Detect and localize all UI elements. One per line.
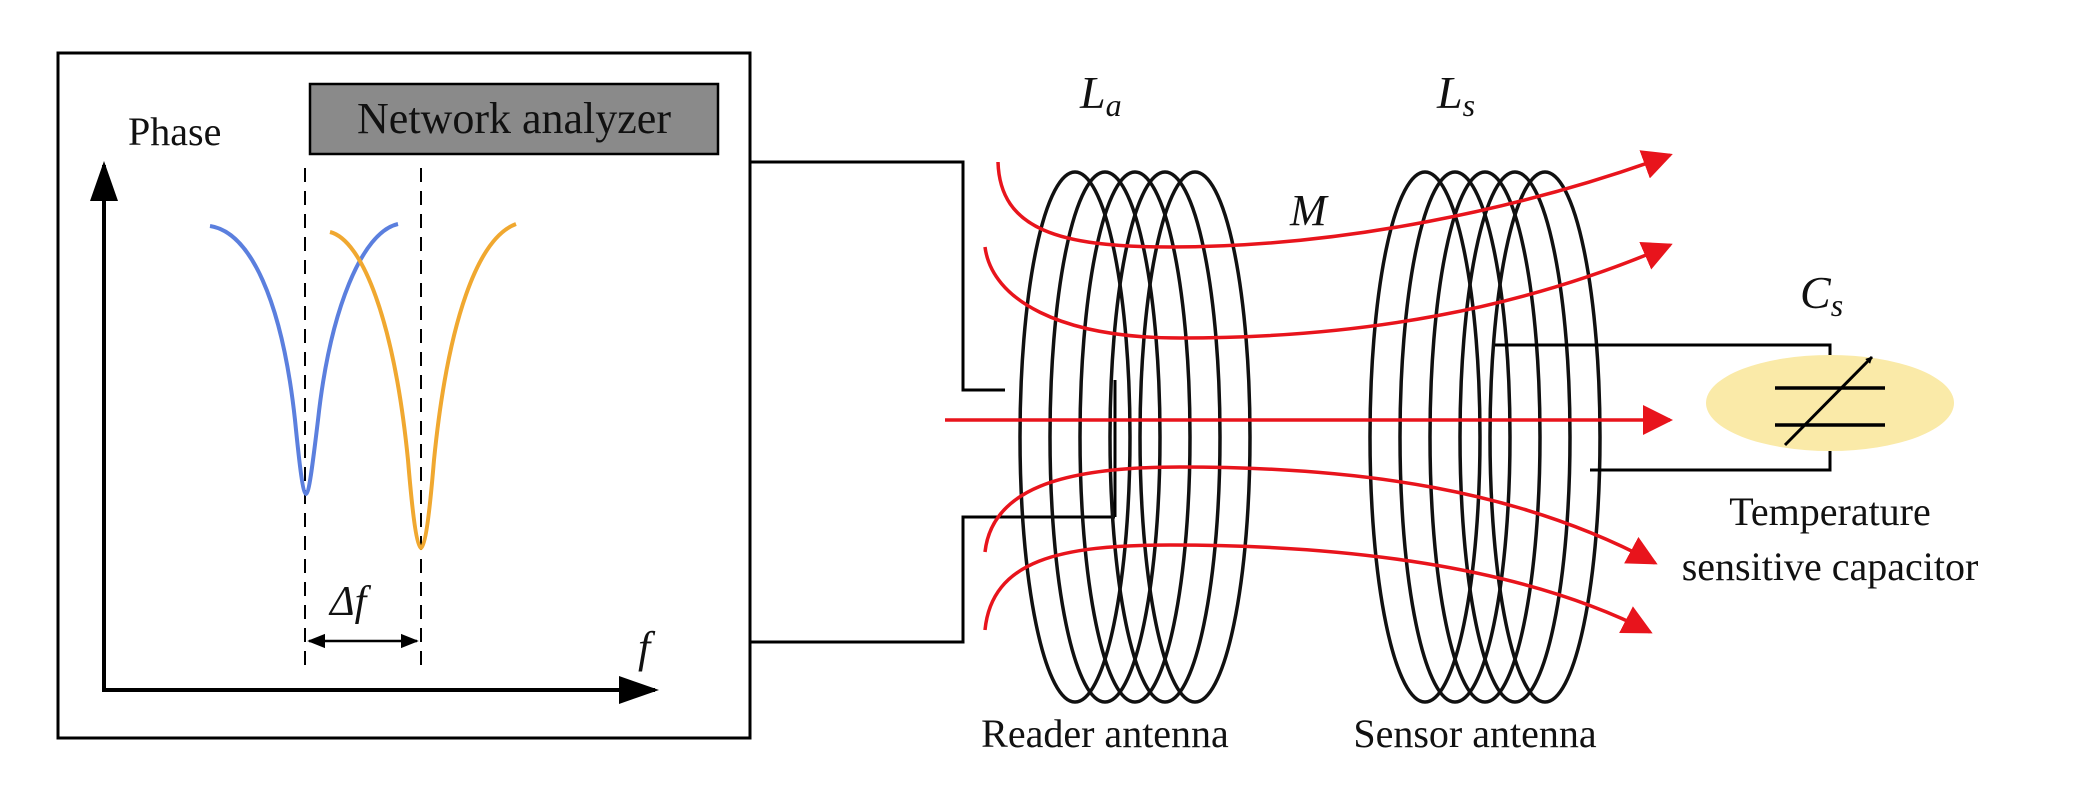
network-analyzer-panel: Network analyzer Phase f Δf [56,51,752,740]
analyzer-title: Network analyzer [357,94,671,143]
phase-curve-after [329,222,517,551]
field-line-5 [983,543,1653,634]
coil-icon [1488,170,1602,704]
sensor-inductor-label: Ls [1436,67,1475,123]
analyzer-title-box [308,82,720,156]
coil-icon [1078,170,1192,704]
mutual-inductance-label: M [1289,186,1329,235]
y-axis-label: Phase [128,109,221,154]
field-line-2 [983,241,1673,340]
analyzer-to-reader-wiring [750,160,1117,644]
x-axis-label: f [638,623,656,672]
coil-icon [1428,170,1542,704]
reader-antenna-label: Reader antenna [981,711,1229,756]
coil-icon [1048,170,1162,704]
coil-icon [1018,170,1132,704]
magnetic-field-lines [945,150,1673,634]
coil-icon [1398,170,1512,704]
phase-curve-before [209,222,399,497]
capacitor-symbol-label: Cs [1800,267,1843,323]
capacitor-highlight [1706,355,1954,451]
sensor-antenna-coil [1368,170,1602,704]
temperature-sensitive-capacitor [1706,355,1954,451]
sensor-antenna-label: Sensor antenna [1353,711,1597,756]
field-line-4 [983,465,1658,565]
coil-icon [1368,170,1482,704]
reader-antenna-coil [1018,170,1252,704]
capacitor-label-line1: Temperature [1729,489,1931,534]
coil-icon [1458,170,1572,704]
wire-top [750,160,1005,392]
reader-inductor-label: La [1079,67,1122,123]
capacitor-label-line2: sensitive capacitor [1682,544,1979,589]
delta-f-label: Δf [328,579,372,625]
coil-icon [1108,170,1222,704]
field-line-1 [996,150,1673,249]
analyzer-frame [56,51,752,740]
wire-bottom [750,515,1115,644]
coil-icon [1138,170,1252,704]
variable-capacitor-icon [1775,355,1885,447]
